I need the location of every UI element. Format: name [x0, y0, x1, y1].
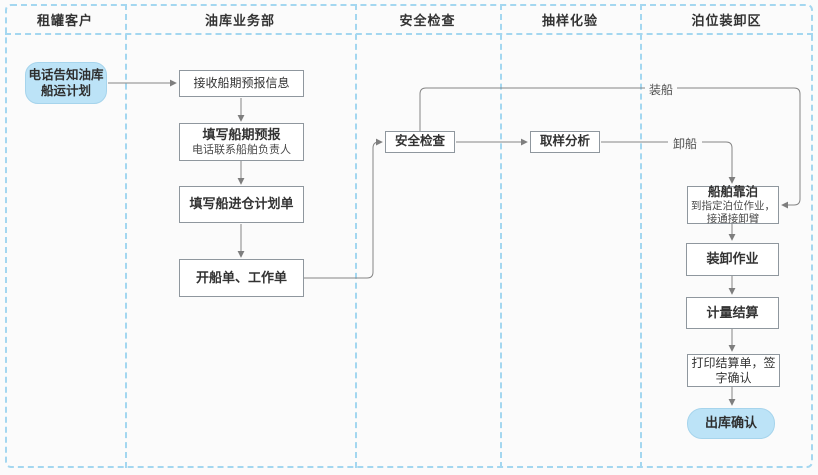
node-ship-berthing-title: 船舶靠泊 — [707, 184, 758, 199]
node-safety-check-label: 安全检查 — [394, 134, 445, 149]
node-ship-berthing: 船舶靠泊 到指定泊位作业， 接通接卸臂 — [687, 184, 779, 225]
node-fill-forecast: 填写船期预报 电话联系船舶负责人 — [179, 123, 304, 161]
lane-divider-4 — [640, 4, 642, 468]
node-sampling-analysis: 取样分析 — [530, 131, 600, 153]
node-ship-work-order-label: 开船单、工作单 — [195, 269, 287, 285]
node-receive-forecast-label: 接收船期预报信息 — [193, 76, 290, 90]
lane-title-depot-business: 油库业务部 — [204, 13, 275, 28]
diagram-outer-frame — [5, 4, 813, 468]
lane-title-tank-customer: 租罐客户 — [36, 13, 93, 28]
lane-title-safety-check: 安全检查 — [399, 13, 456, 28]
node-measurement-settlement: 计量结算 — [686, 297, 779, 329]
lane-title-berth-area: 泊位装卸区 — [691, 13, 762, 28]
node-sampling-analysis-label: 取样分析 — [539, 134, 590, 149]
edge-label-unload-ship: 卸船 — [672, 137, 697, 151]
lane-header-separator — [5, 33, 813, 35]
lane-title-sampling-test: 抽样化验 — [541, 13, 598, 28]
lane-divider-3 — [500, 4, 502, 468]
node-start-phone-notify: 电话告知油库 船运计划 — [25, 62, 107, 104]
node-ship-berthing-subtitle: 到指定泊位作业， 接通接卸臂 — [691, 200, 775, 225]
node-receive-forecast: 接收船期预报信息 — [179, 70, 304, 97]
lane-divider-1 — [125, 4, 127, 468]
node-fill-warehouse-plan-label: 填写船进仓计划单 — [189, 196, 294, 212]
node-loading-unloading: 装卸作业 — [686, 243, 779, 276]
node-fill-forecast-title: 填写船期预报 — [202, 127, 281, 143]
node-ship-work-order: 开船单、工作单 — [179, 259, 304, 297]
node-fill-warehouse-plan: 填写船进仓计划单 — [179, 186, 304, 223]
lane-divider-2 — [355, 4, 357, 468]
node-fill-forecast-subtitle: 电话联系船舶负责人 — [192, 143, 291, 156]
node-loading-unloading-label: 装卸作业 — [706, 251, 759, 267]
node-outbound-confirm: 出库确认 — [687, 408, 775, 439]
edge-label-load-ship: 装船 — [648, 83, 673, 97]
node-safety-check: 安全检查 — [385, 131, 455, 153]
node-measurement-settlement-label: 计量结算 — [706, 304, 759, 320]
node-print-settlement-label: 打印结算单，签 字确认 — [691, 355, 776, 385]
node-print-settlement: 打印结算单，签 字确认 — [687, 354, 780, 387]
